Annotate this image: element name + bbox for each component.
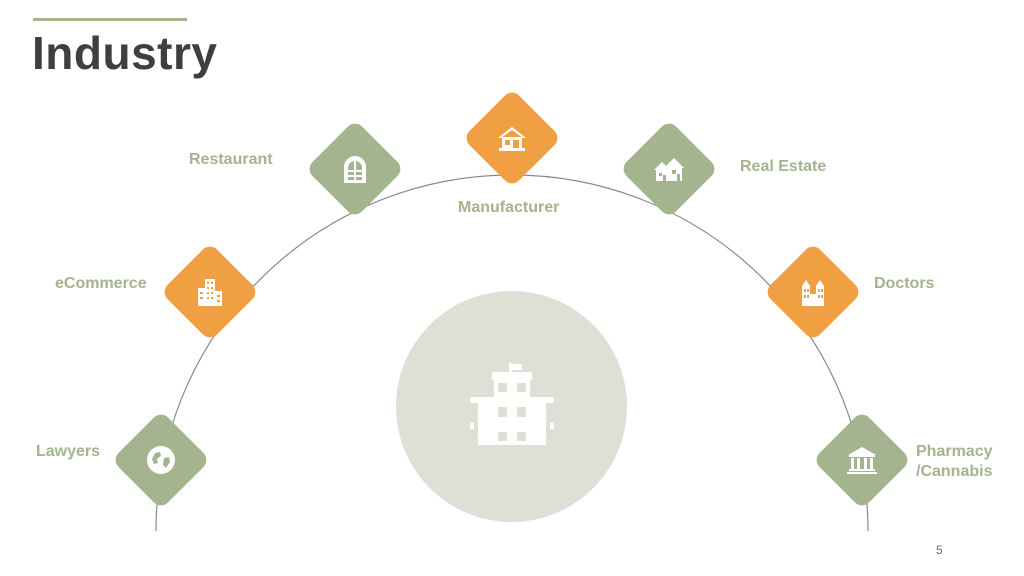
label-ecommerce: eCommerce xyxy=(55,275,147,292)
node-doctors[interactable] xyxy=(763,242,863,342)
label-lawyers: Lawyers xyxy=(36,443,101,460)
arched-window-icon xyxy=(344,156,366,183)
label-pharmacy-line-2: /Cannabis xyxy=(916,463,993,480)
node-restaurant[interactable] xyxy=(305,119,405,219)
node-manufacturer[interactable] xyxy=(462,88,562,188)
node-real-estate[interactable] xyxy=(619,119,719,219)
page-number: 5 xyxy=(936,543,943,557)
building-icon xyxy=(470,363,554,445)
title-accent-line xyxy=(33,18,187,21)
label-pharmacy-line-1: Pharmacy xyxy=(916,443,993,460)
label-real-estate: Real Estate xyxy=(740,158,827,175)
center-circle xyxy=(396,291,627,522)
slide-title: Industry xyxy=(32,27,218,79)
houses-icon xyxy=(654,158,684,181)
node-lawyers[interactable] xyxy=(111,410,211,510)
twin-towers-icon xyxy=(802,280,824,306)
label-restaurant: Restaurant xyxy=(189,151,273,168)
label-doctors: Doctors xyxy=(874,275,935,292)
bank-icon xyxy=(847,447,877,474)
label-pharmacy-cannabis: Pharmacy /Cannabis xyxy=(916,442,993,482)
globe-icon xyxy=(147,446,175,474)
node-ecommerce[interactable] xyxy=(160,242,260,342)
office-tower-icon xyxy=(198,279,222,306)
label-manufacturer: Manufacturer xyxy=(458,199,560,216)
house-icon xyxy=(498,127,526,151)
node-pharmacy-cannabis[interactable] xyxy=(812,410,912,510)
